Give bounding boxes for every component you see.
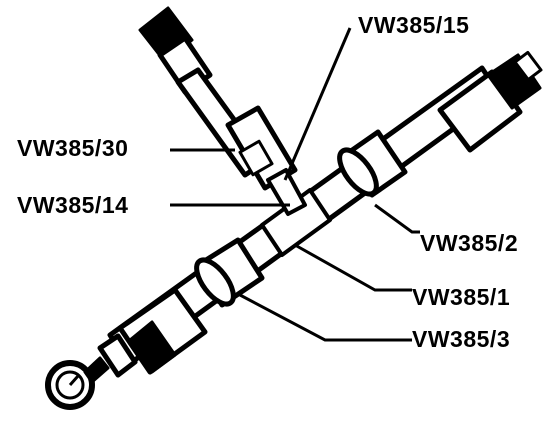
leader-top [283, 27, 352, 181]
leader-right-2 [294, 243, 412, 292]
label-vw385-3: VW385/3 [412, 326, 511, 352]
label-vw385-2: VW385/2 [420, 230, 519, 256]
label-vw385-15: VW385/15 [358, 12, 470, 38]
secondary-shaft [138, 6, 307, 216]
label-vw385-1: VW385/1 [412, 284, 511, 310]
label-vw385-30: VW385/30 [17, 135, 129, 161]
leader-right-3 [239, 293, 412, 342]
main-shaft [45, 50, 543, 410]
leader-lines [170, 27, 420, 342]
label-vw385-14: VW385/14 [17, 192, 129, 218]
leader-right-1 [374, 203, 420, 234]
